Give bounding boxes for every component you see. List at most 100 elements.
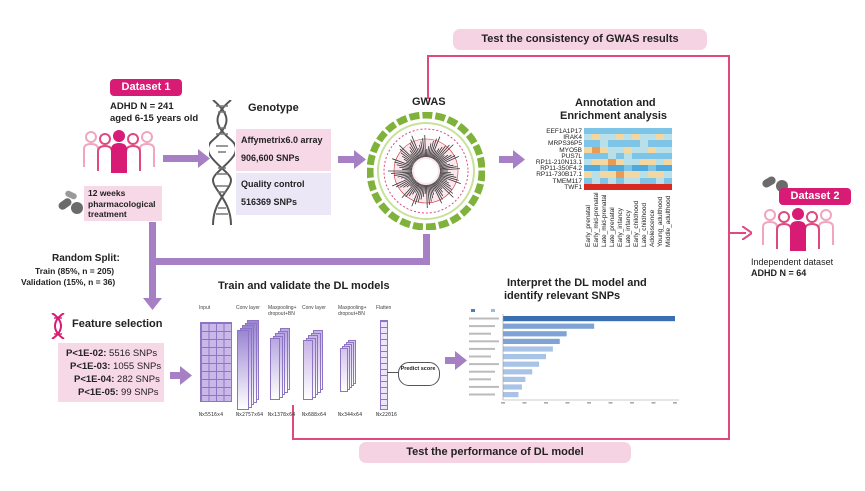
annotation-title-2: Enrichment analysis [560, 110, 667, 122]
split-validation: Validation (15%, n = 36) [21, 277, 116, 287]
circos-spike [411, 183, 422, 207]
dna-mini-icon [51, 313, 65, 339]
predict-score-node [398, 362, 440, 386]
circos-spike [403, 178, 415, 188]
heatmap-cell [648, 152, 657, 160]
circos-spike [432, 182, 443, 200]
circos-spike [422, 138, 425, 158]
heatmap-cell [632, 177, 641, 185]
heatmap-cell [624, 146, 633, 154]
heatmap-cell [656, 128, 665, 135]
circos-spike [428, 140, 434, 158]
dl-feature-map [340, 348, 348, 392]
circos-spike [397, 173, 413, 178]
shap-feature-tick [469, 363, 499, 366]
heatmap-cell [584, 152, 593, 160]
circos-spike [418, 148, 423, 158]
circos-spike [434, 145, 447, 161]
shap-legend-swatch [491, 309, 495, 312]
circos-spike [438, 155, 456, 165]
shap-bar [503, 392, 519, 398]
heatmap-cell [648, 183, 657, 191]
gwas-to-annotation-arrow [499, 156, 515, 163]
shap-feature-tick [469, 378, 491, 381]
heatmap-cell [600, 128, 609, 135]
heatmap-cell [624, 171, 633, 178]
circos-spike [439, 163, 447, 167]
gwas-down-line [423, 234, 430, 264]
shap-feature-tick [469, 347, 495, 350]
heatmap-cell [640, 146, 649, 154]
heatmap-stage-label: Early_childhood [633, 200, 640, 247]
heatmap-cell [656, 183, 665, 191]
heatmap-cell [592, 159, 601, 166]
shap-feature-tick [469, 393, 495, 396]
heatmap-cell [592, 152, 601, 160]
heatmap-cell [600, 165, 609, 172]
feature-threshold: P<1E-02: [66, 348, 110, 359]
heatmap-cell [656, 140, 665, 147]
circos-spike [402, 155, 415, 164]
heatmap-cell [664, 177, 673, 185]
treatment-box [84, 186, 162, 221]
flatten-to-predict-line [387, 372, 398, 373]
heatmap-cell [640, 140, 649, 147]
circos-spike [399, 145, 417, 162]
circos-spike [410, 153, 417, 161]
heatmap-cell [664, 146, 673, 154]
dl-layer-dim: Nx688x64 [302, 412, 327, 418]
circos-spike [412, 182, 420, 195]
circos-spike [426, 184, 428, 208]
array-snps: 906,600 SNPs [241, 153, 300, 163]
heatmap-cell [648, 128, 657, 135]
heatmap-cell [624, 177, 633, 185]
shap-x-tick [565, 402, 570, 404]
circos-spike [438, 155, 460, 166]
shap-x-tick [608, 402, 613, 404]
shap-x-tick [587, 402, 591, 404]
heatmap-cell [584, 165, 593, 172]
heatmap-gene-label: TMEM117 [552, 177, 583, 185]
shap-feature-tick [469, 385, 499, 388]
feature-to-dl-arrow [170, 372, 182, 379]
heatmap-cell [584, 177, 593, 185]
heatmap-cell [608, 177, 617, 185]
circos-spike [417, 184, 424, 203]
circos-spike [395, 177, 414, 188]
shap-bar [503, 354, 546, 360]
heatmap-gene-label: RP11-210N13.1 [535, 159, 582, 166]
consistency-line-vertical-left [427, 55, 429, 99]
heatmap-stage-label: Late_infancy [625, 210, 632, 247]
heatmap-cell [632, 152, 641, 160]
heatmap-cell [640, 152, 649, 160]
circos-spike [402, 168, 413, 171]
shap-bar [503, 338, 560, 344]
shap-feature-tick [469, 340, 499, 343]
circos-spike [439, 173, 457, 178]
heatmap-cell [624, 134, 633, 141]
circos-spike [431, 150, 437, 159]
dl-layer-dim: Nx1378x64 [268, 412, 296, 418]
circos-spike [410, 139, 421, 159]
heatmap-cell [584, 183, 593, 191]
heatmap-cell [632, 128, 641, 135]
split-train: Train (85%, n = 205) [35, 266, 115, 276]
heatmap-cell [608, 152, 617, 160]
heatmap-cell [608, 146, 617, 154]
heatmap-cell [592, 177, 601, 185]
heatmap-cell [648, 159, 657, 166]
to-dataset2-line [728, 232, 746, 234]
gwas-title: GWAS [412, 96, 446, 108]
patients-group-icon [83, 130, 155, 173]
heatmap-cell [640, 134, 649, 141]
circos-spike [439, 166, 457, 170]
heatmap-cell [600, 177, 609, 185]
heatmap-cell [648, 134, 657, 141]
heatmap-cell [616, 140, 625, 147]
heatmap-cell [664, 140, 673, 147]
feature-threshold: P<1E-03: [70, 361, 114, 372]
circos-spike [439, 172, 454, 176]
dl-layer-dim: Nx2757x64 [236, 412, 264, 418]
circos-spike [424, 135, 426, 158]
circos-spike [391, 171, 413, 174]
